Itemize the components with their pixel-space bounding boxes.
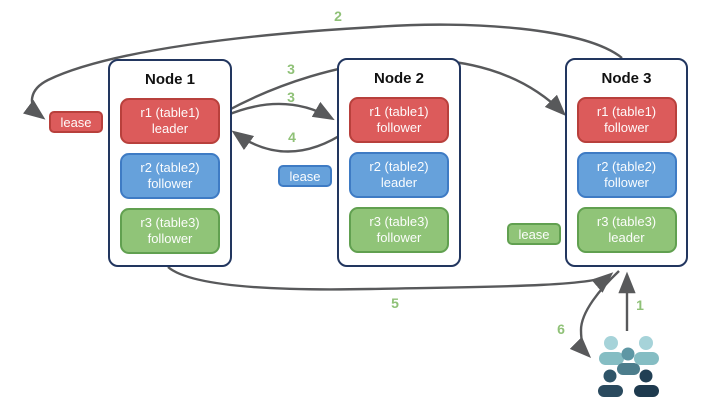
step-label-1: 1 [636,297,644,313]
replica-node3-r1: r1 (table1) follower [576,97,677,143]
replica-role: follower [147,231,193,246]
node-1: Node 1 r1 (table1) leader r2 (table2) fo… [108,59,232,267]
replica-node1-r3: r3 (table3) follower [120,208,220,254]
replica-node2-r2: r2 (table2) leader [349,152,449,198]
step-label-3b: 3 [287,89,295,105]
replica-node2-r3: r3 (table3) follower [349,207,449,253]
replica-label: r1 (table1) [369,104,429,119]
replica-label: r2 (table2) [140,160,200,175]
replica-label: r3 (table3) [140,215,200,230]
person-icon [599,336,624,365]
node-2-title: Node 2 [373,70,424,87]
replica-label: r2 (table2) [596,159,657,174]
node-2: Node 2 r1 (table1) follower r2 (table2) … [337,58,461,267]
arrow-3-node1-to-node2 [224,101,335,121]
person-icon [634,369,659,397]
node-3: Node 3 r1 (table1) follower r2 (table2) … [565,58,688,267]
replica-role: follower [604,120,649,135]
replica-role: follower [376,120,422,135]
replica-node1-r2: r2 (table2) follower [120,153,220,199]
node-1-title: Node 1 [144,71,195,88]
step-label-6: 6 [557,321,565,337]
step-label-4: 4 [288,129,296,145]
step-label-2: 2 [334,8,342,24]
replica-label: r3 (table3) [369,214,429,229]
arrow-6-node3-to-users [569,270,620,359]
replica-node1-r1: r1 (table1) leader [120,98,220,144]
lease-badge-green: lease [507,223,561,245]
step-label-5: 5 [391,295,399,311]
replica-role: follower [376,230,422,245]
node-3-title: Node 3 [601,70,652,87]
arrow-5-node1-to-node3 [167,266,614,293]
person-icon [598,369,623,397]
replica-node3-r3: r3 (table3) leader [576,207,677,253]
replica-role: follower [604,175,649,190]
replica-label: r2 (table2) [369,159,429,174]
lease-badge-blue: lease [278,165,332,187]
person-icon [617,347,640,375]
replica-role: follower [147,176,193,191]
person-icon [634,336,659,365]
replica-role: leader [151,121,189,136]
lease-badge-red: lease [49,111,103,133]
replica-label: r3 (table3) [596,214,657,229]
users-group-icon [598,336,659,397]
replica-node3-r2: r2 (table2) follower [576,152,677,198]
replica-role: leader [380,175,418,190]
replica-node2-r1: r1 (table1) follower [349,97,449,143]
replica-label: r1 (table1) [140,105,200,120]
step-label-3a: 3 [287,61,295,77]
replica-label: r1 (table1) [596,104,657,119]
replica-role: leader [608,230,645,245]
